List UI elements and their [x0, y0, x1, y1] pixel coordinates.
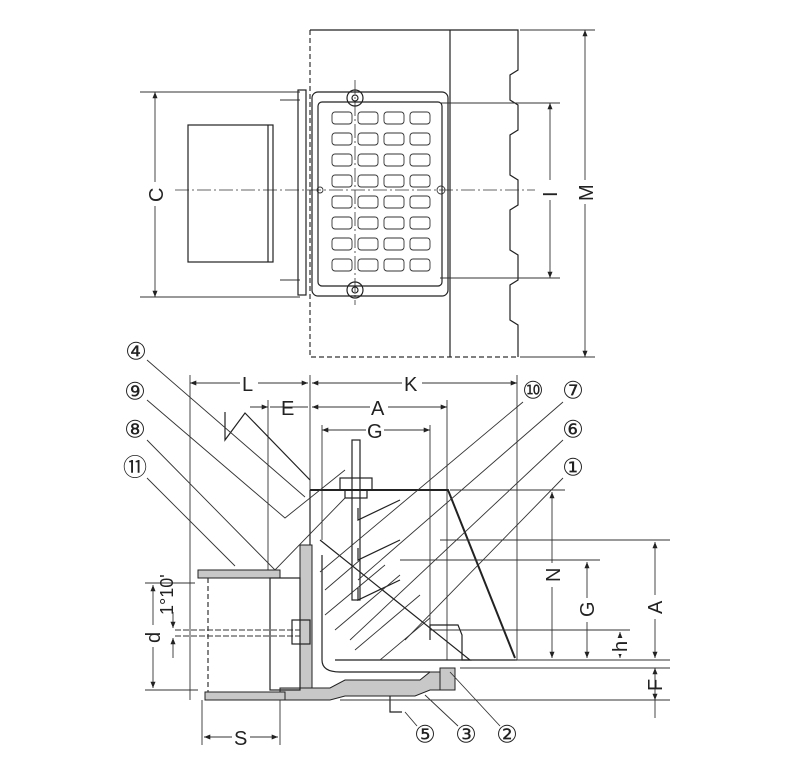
dim-angle: 1°10' — [157, 574, 177, 615]
outlet-pipe-top — [187, 124, 274, 263]
grate-slot — [331, 258, 353, 272]
grate-slot — [383, 174, 405, 188]
dim-S: S — [234, 728, 247, 750]
part-label-7: ⑦ — [562, 378, 584, 405]
dim-A-top: A — [371, 398, 385, 420]
dim-h: h — [610, 641, 632, 652]
grate-slot — [383, 258, 405, 272]
grate-slot — [409, 132, 431, 146]
dim-A-side: A — [645, 600, 667, 614]
grate-slot — [383, 132, 405, 146]
svg-text:②: ② — [496, 722, 518, 749]
part-label-2: ② — [496, 722, 518, 749]
svg-text:⑪: ⑪ — [123, 455, 147, 482]
top-view: C I M — [140, 29, 598, 358]
svg-text:⑧: ⑧ — [124, 417, 146, 444]
part-label-3: ③ — [455, 722, 477, 749]
grate-slot — [331, 174, 353, 188]
grate-slot — [357, 216, 379, 230]
dim-L: L — [242, 374, 253, 396]
grate-slot — [383, 237, 405, 251]
dim-F: F — [645, 679, 667, 691]
part-label-8: ⑧ — [124, 417, 146, 444]
grate-slot — [409, 216, 431, 230]
part-label-10: ⑩ — [522, 378, 544, 405]
grate-slot — [331, 153, 353, 167]
dim-N: N — [543, 568, 565, 582]
frame-outline-dashed — [309, 30, 518, 358]
dim-G-top: G — [367, 421, 383, 443]
grate-slot — [357, 132, 379, 146]
grate-slot — [409, 153, 431, 167]
dim-C: C — [146, 188, 168, 202]
grate-slot — [357, 174, 379, 188]
grate-slot — [331, 216, 353, 230]
part-label-11: ⑪ — [123, 455, 147, 482]
dim-G-side: G — [577, 601, 599, 617]
dim-d: d — [143, 632, 165, 643]
svg-text:⑦: ⑦ — [562, 378, 584, 405]
grate-slot — [409, 258, 431, 272]
part-label-4: ④ — [125, 339, 147, 366]
part-label-1: ① — [562, 455, 584, 482]
grate-slot — [409, 174, 431, 188]
svg-text:⑤: ⑤ — [414, 722, 436, 749]
grate-slot — [409, 195, 431, 209]
grate-slot — [331, 237, 353, 251]
grate-slot — [383, 111, 405, 125]
grate-slot — [357, 111, 379, 125]
part-label-5: ⑤ — [414, 722, 436, 749]
grate-slot — [383, 153, 405, 167]
grate-slot — [409, 237, 431, 251]
grate-slot — [357, 153, 379, 167]
dim-M: M — [576, 184, 598, 201]
grate-slot — [409, 111, 431, 125]
section-view: L K E A G — [143, 359, 670, 750]
grate-slot — [331, 111, 353, 125]
grate-slot — [331, 132, 353, 146]
part-labels: ① ②③ ④ ⑤ ⑥ ⑦ ⑧ ⑨ ⑩ ⑪ — [123, 339, 584, 749]
frame-edge — [310, 29, 519, 357]
part-label-6: ⑥ — [562, 417, 584, 444]
svg-text:④: ④ — [125, 339, 147, 366]
part-label-9: ⑨ — [124, 379, 146, 406]
dim-E: E — [281, 398, 294, 420]
grate-slot — [357, 237, 379, 251]
grate-slot — [357, 258, 379, 272]
svg-text:⑨: ⑨ — [124, 379, 146, 406]
svg-text:⑩: ⑩ — [522, 378, 544, 405]
grate-slot — [331, 195, 353, 209]
dim-K: K — [404, 374, 418, 396]
bolt — [351, 439, 361, 601]
grate — [311, 89, 449, 299]
dim-I: I — [540, 191, 562, 197]
svg-text:⑥: ⑥ — [562, 417, 584, 444]
grate-slot — [357, 195, 379, 209]
svg-text:③: ③ — [455, 722, 477, 749]
svg-text:①: ① — [562, 455, 584, 482]
grate-slot — [383, 216, 405, 230]
grate-slot — [383, 195, 405, 209]
